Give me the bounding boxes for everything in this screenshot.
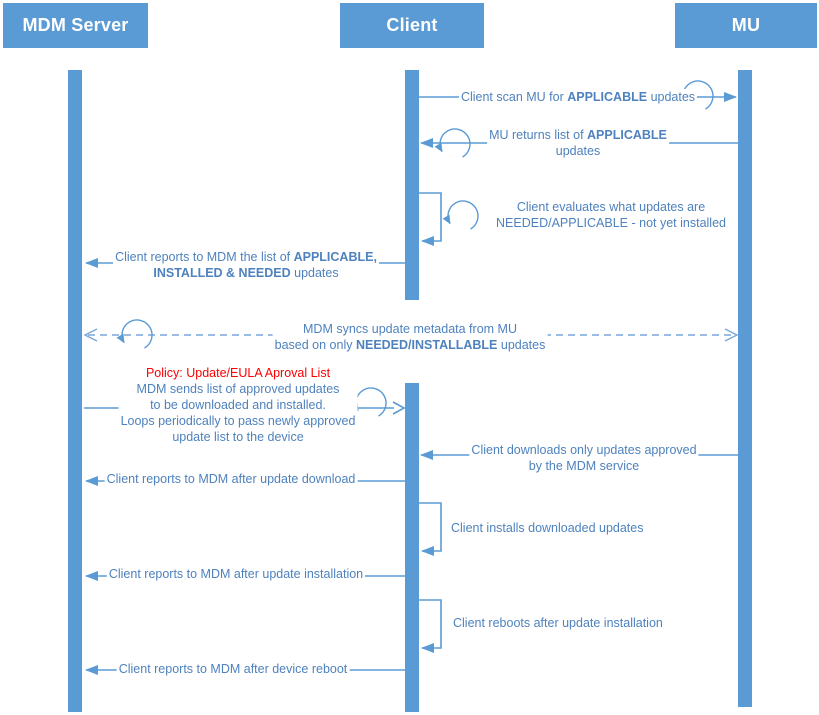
label-text-bold: INSTALLED & NEEDED xyxy=(153,266,291,280)
open-arrowhead-left-icon xyxy=(83,328,98,342)
loop-icon xyxy=(350,387,387,417)
label-line: MDM syncs update metadata from MU xyxy=(303,322,517,336)
lifeline-client-upper xyxy=(405,70,419,300)
label-text: updates xyxy=(497,338,546,352)
label-text-bold: APPLICABLE xyxy=(587,128,667,142)
label-text-bold: APPLICABLE xyxy=(567,90,648,104)
open-arrowhead-right-icon xyxy=(724,328,739,342)
self-arrow-client-installs xyxy=(419,502,442,556)
loop-icon xyxy=(442,200,479,230)
label-report-reboot: Client reports to MDM after device reboo… xyxy=(116,661,350,677)
label-text: updates xyxy=(290,266,339,280)
label-text: Client scan MU for xyxy=(460,90,568,104)
label-line: Client reports to MDM the list of APPLIC… xyxy=(115,249,377,265)
actor-mu: MU xyxy=(675,3,817,48)
label-report-download: Client reports to MDM after update downl… xyxy=(104,471,358,487)
label-text-bold: NEEDED/INSTALLABLE xyxy=(355,338,498,352)
lifeline-mu xyxy=(738,70,752,707)
label-line: to be downloaded and installed. xyxy=(150,398,326,412)
label-text: Client reports to MDM the list of xyxy=(115,250,294,264)
label-mu-returns: MU returns list of APPLICABLE updates xyxy=(487,127,669,159)
actor-client: Client xyxy=(340,3,484,48)
policy-note: Policy: Update/EULA Aproval List xyxy=(145,366,331,380)
label-client-downloads: Client downloads only updates approved b… xyxy=(469,442,699,474)
label-line: Client evaluates what updates are xyxy=(516,200,706,214)
label-text: based on only xyxy=(274,338,356,352)
self-arrow-client-evaluates xyxy=(419,192,442,246)
label-mdm-sends-approved: Policy: Update/EULA Aproval List MDM sen… xyxy=(118,365,358,445)
label-report-applicable: Client reports to MDM the list of APPLIC… xyxy=(113,249,379,281)
label-line: INSTALLED & NEEDED updates xyxy=(115,265,377,281)
lifeline-mdm-server xyxy=(68,70,82,712)
label-line: MU returns list of APPLICABLE xyxy=(489,127,667,143)
label-line: by the MDM service xyxy=(528,459,640,473)
label-line: based on only NEEDED/INSTALLABLE updates xyxy=(275,337,546,353)
label-line: NEEDED/APPLICABLE - not yet installed xyxy=(496,216,726,230)
self-arrow-client-reboots xyxy=(419,599,442,653)
label-line: Client downloads only updates approved xyxy=(471,443,697,457)
label-text-bold: APPLICABLE, xyxy=(293,250,377,264)
label-client-reboots: Client reboots after update installation xyxy=(451,615,665,631)
label-line: Loops periodically to pass newly approve… xyxy=(120,414,356,428)
loop-icon xyxy=(116,319,153,349)
actor-mdm-server: MDM Server xyxy=(3,3,148,48)
lifeline-client-lower xyxy=(405,383,419,712)
label-line: update list to the device xyxy=(172,430,304,444)
label-text: MU returns list of xyxy=(489,128,588,142)
loop-icon xyxy=(434,128,471,158)
label-report-installation: Client reports to MDM after update insta… xyxy=(106,566,366,582)
label-client-installs: Client installs downloaded updates xyxy=(449,520,646,536)
label-scan-mu: Client scan MU for APPLICABLE updates xyxy=(458,89,698,105)
open-arrowhead-right-icon xyxy=(392,401,406,415)
label-mdm-sync: MDM syncs update metadata from MU based … xyxy=(272,321,548,353)
label-line: MDM sends list of approved updates xyxy=(136,382,340,396)
label-client-evaluates: Client evaluates what updates are NEEDED… xyxy=(494,199,728,231)
label-text: updates xyxy=(647,90,696,104)
label-line: updates xyxy=(555,144,601,158)
